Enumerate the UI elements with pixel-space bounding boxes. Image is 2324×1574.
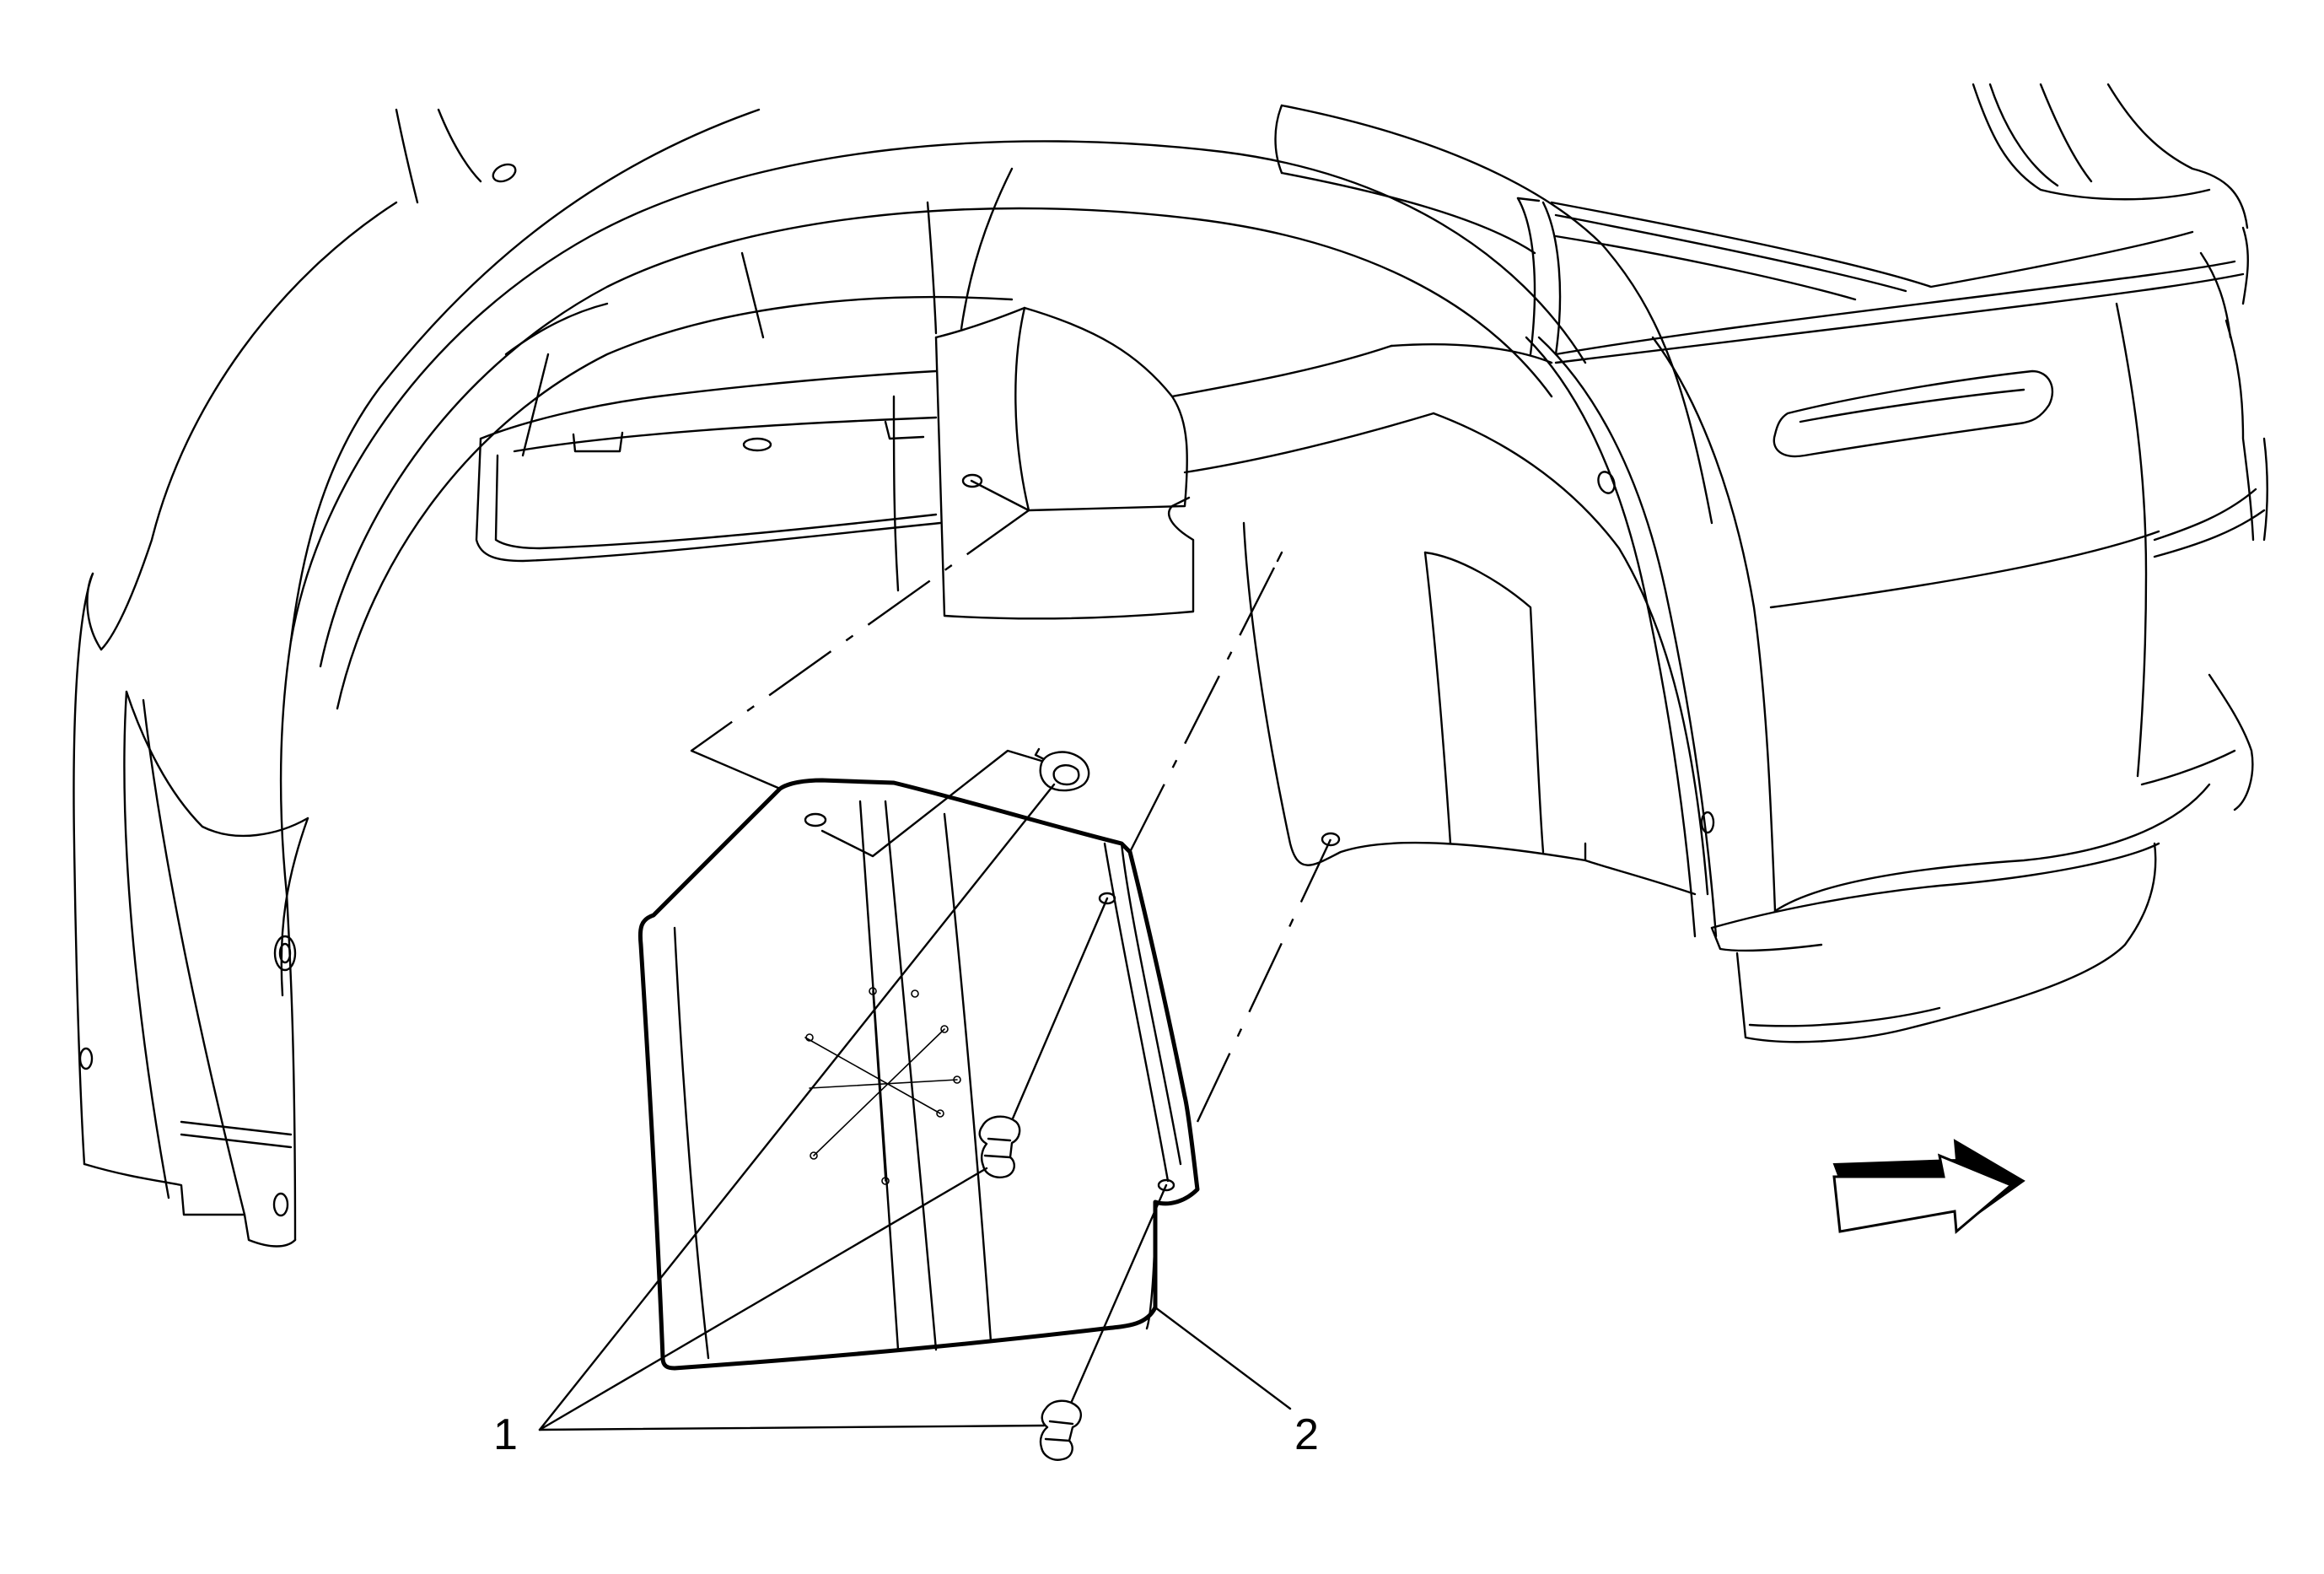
inner-rear-panel bbox=[1242, 412, 1709, 896]
wheel-opening bbox=[289, 140, 1587, 710]
leader-lines bbox=[538, 783, 1292, 1431]
front-fender bbox=[73, 108, 761, 1248]
splash-shield-panel bbox=[637, 778, 1200, 1371]
callout-1-fasteners: 1 bbox=[493, 1410, 518, 1459]
inner-wheelhouse bbox=[475, 353, 942, 592]
push-pin-retainer-top bbox=[1034, 747, 1090, 792]
push-pin-retainer-middle bbox=[978, 1115, 1021, 1178]
push-pin-retainer-bottom bbox=[1039, 1399, 1083, 1461]
upper-bracket bbox=[934, 306, 1553, 620]
alignment-lines bbox=[690, 479, 1332, 1415]
callout-2-splash-shield: 2 bbox=[1294, 1410, 1319, 1459]
front-arrow-icon bbox=[1832, 1139, 2025, 1235]
rear-quarter-panel bbox=[1274, 83, 2268, 1043]
